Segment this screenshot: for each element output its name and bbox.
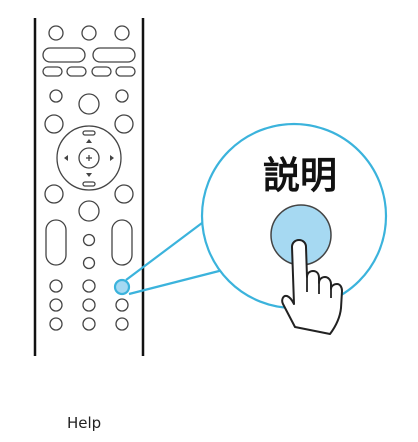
remote-button (49, 298, 63, 312)
help-button (113, 278, 131, 296)
zoom-button-label: 説明 (263, 154, 337, 197)
remote-button (115, 66, 136, 77)
remote-button (49, 279, 63, 293)
remote-button (44, 114, 64, 134)
pointing-hand-icon (281, 239, 343, 335)
dpad-arrows (64, 139, 114, 177)
caption-help: Help (67, 414, 102, 432)
remote-button (115, 317, 129, 331)
volume-rocker (45, 219, 67, 266)
remote-button (114, 25, 130, 41)
remote-button (82, 279, 96, 293)
remote-button (78, 93, 100, 115)
dpad-top-key (82, 130, 96, 136)
dpad-bottom-key (82, 181, 96, 187)
remote-button (114, 184, 134, 204)
remote-help-diagram: 説明 (33, 18, 388, 356)
remote-button (92, 47, 136, 63)
remote-button (82, 298, 96, 312)
remote-button (78, 200, 100, 222)
remote-button (42, 66, 63, 77)
remote-button (44, 184, 64, 204)
remote-button (42, 47, 86, 63)
arrow-right-icon (110, 155, 114, 161)
remote-button (115, 89, 129, 103)
remote-button (48, 25, 64, 41)
remote-button (114, 114, 134, 134)
callout-line-upper (125, 219, 207, 281)
dpad-center-button (78, 147, 100, 169)
remote-button (82, 233, 96, 247)
callout-connector (125, 219, 224, 296)
arrow-up-icon (86, 139, 92, 143)
remote-button (115, 298, 129, 312)
remote-button (91, 66, 112, 77)
dpad-ring (56, 125, 122, 191)
remote-button (49, 89, 63, 103)
remote-button (82, 317, 96, 331)
remote-control (33, 18, 145, 356)
remote-button (82, 256, 96, 270)
arrow-down-icon (86, 173, 92, 177)
arrow-left-icon (64, 155, 68, 161)
remote-buttons (42, 25, 136, 331)
callout-line-lower (128, 268, 224, 296)
remote-button (49, 317, 63, 331)
remote-button (66, 66, 87, 77)
channel-rocker (111, 219, 133, 266)
remote-button (81, 25, 97, 41)
